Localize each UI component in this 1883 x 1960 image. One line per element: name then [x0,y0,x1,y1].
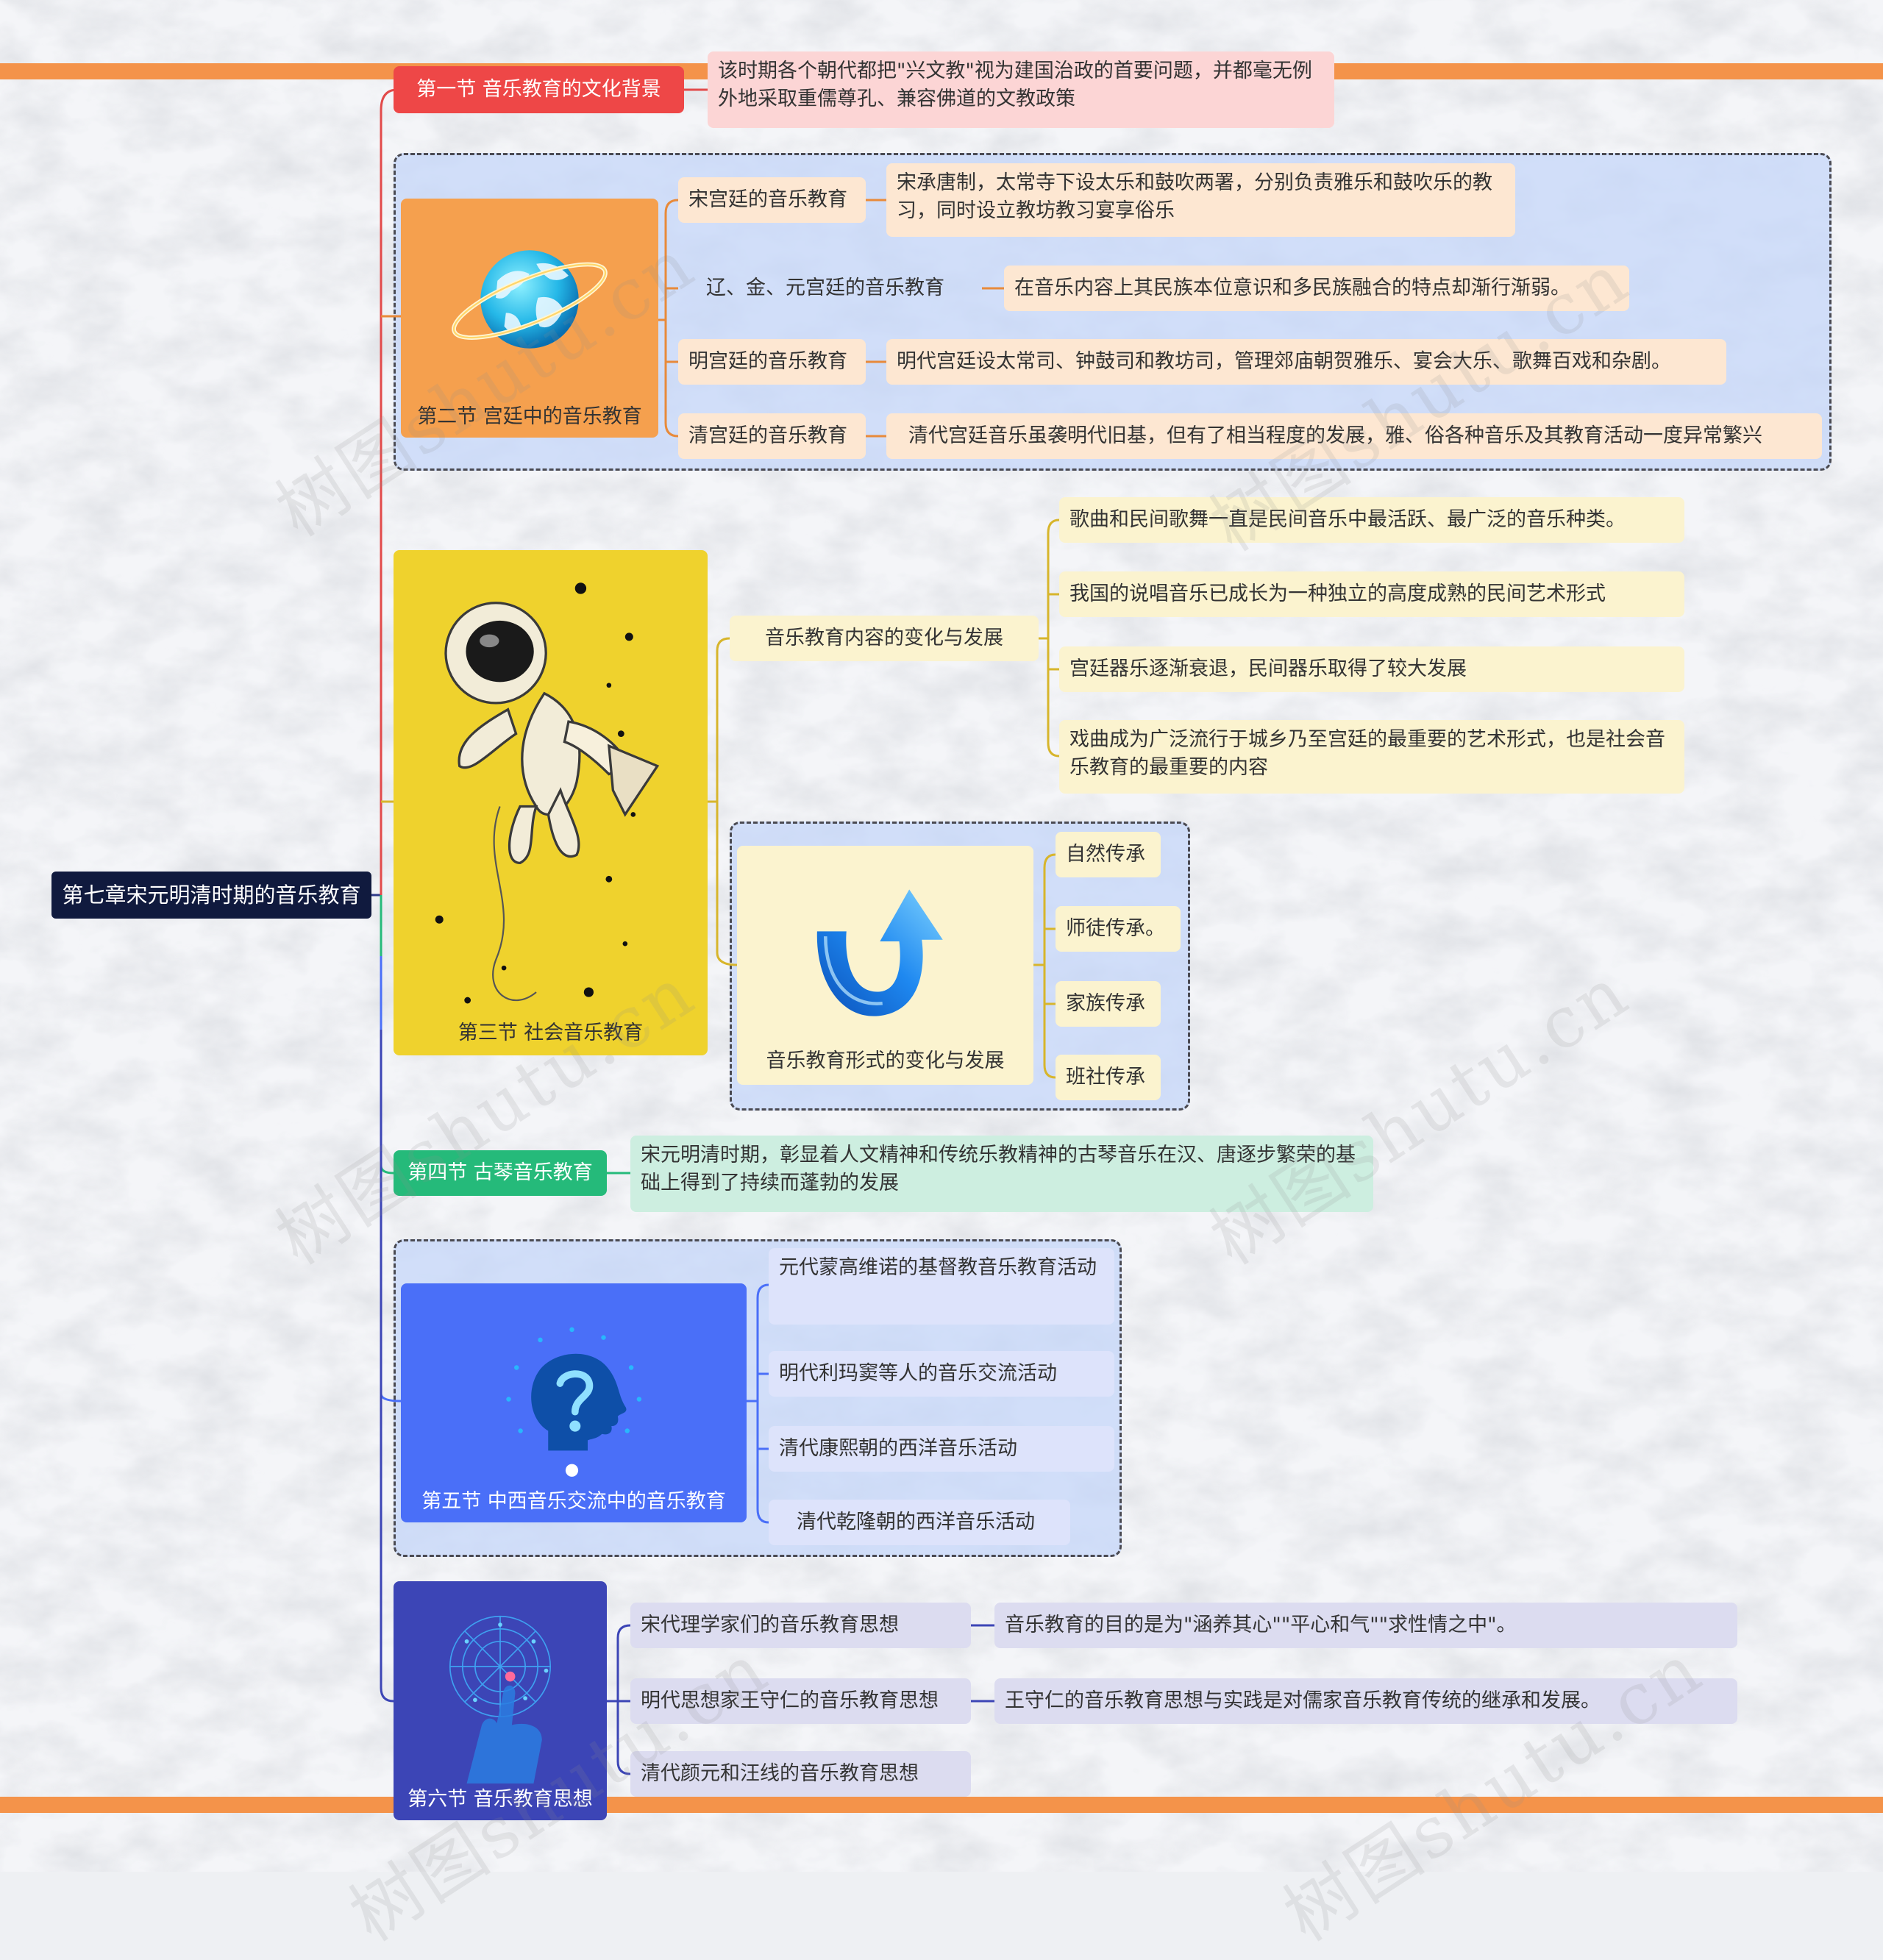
section3-content-item-1[interactable]: 歌曲和民间歌舞一直是民间音乐中最活跃、最广泛的音乐种类。 [1059,497,1684,543]
section6-item-song[interactable]: 宋代理学家们的音乐教育思想 [630,1603,971,1648]
section5-item-4[interactable]: 清代乾隆朝的西洋音乐活动 [769,1500,1070,1545]
section3-content-item-2[interactable]: 我国的说唱音乐已成长为一种独立的高度成熟的民间艺术形式 [1059,571,1684,617]
bottom-orange-band [0,1797,1883,1813]
section3-title: 第三节 社会音乐教育 [458,1022,644,1044]
section2-item-song[interactable]: 宋宫廷的音乐教育 [678,177,866,223]
section3-form-item-2[interactable]: 师徒传承。 [1056,906,1181,952]
section5-item-3[interactable]: 清代康熙朝的西洋音乐活动 [769,1426,1114,1472]
section6-note-wang[interactable]: 王守仁的音乐教育思想与实践是对儒家音乐教育传统的继承和发展。 [994,1678,1737,1724]
section2-item-qing[interactable]: 清宫廷的音乐教育 [678,413,866,459]
section4-title[interactable]: 第四节 古琴音乐教育 [394,1150,607,1196]
section6-card[interactable]: 第六节 音乐教育思想 [394,1581,607,1820]
section2-note-song[interactable]: 宋承唐制，太常寺下设太乐和鼓吹两署，分别负责雅乐和鼓吹乐的教习，同时设立教坊教习… [886,163,1515,237]
globe-icon [452,250,608,349]
section3-form-title: 音乐教育形式的变化与发展 [766,1050,1005,1072]
section1-note[interactable]: 该时期各个朝代都把"兴文教"视为建国治政的首要问题，并都毫无例外地采取重儒尊孔、… [708,51,1334,128]
section3-form-item-1[interactable]: 自然传承 [1056,832,1161,877]
section2-card[interactable]: 第二节 宫廷中的音乐教育 [401,199,658,438]
section5-item-2[interactable]: 明代利玛窦等人的音乐交流活动 [769,1351,1114,1397]
section6-note-song[interactable]: 音乐教育的目的是为"涵养其心""平心和气""求性情之中"。 [994,1603,1737,1648]
section6-item-yan[interactable]: 清代颜元和汪线的音乐教育思想 [630,1751,971,1797]
section3-card[interactable]: 第三节 社会音乐教育 [394,550,708,1055]
curved-arrow-icon [816,889,943,1016]
section2-item-ming[interactable]: 明宫廷的音乐教育 [678,339,866,385]
section3-form-card[interactable]: 音乐教育形式的变化与发展 [737,846,1033,1085]
section3-form-item-3[interactable]: 家族传承 [1056,981,1161,1027]
root-topic[interactable]: 第七章宋元明清时期的音乐教育 [51,872,371,919]
section2-title: 第二节 宫廷中的音乐教育 [417,405,642,428]
section4-note[interactable]: 宋元明清时期，彰显着人文精神和传统乐教精神的古琴音乐在汉、唐逐步繁荣的基础上得到… [630,1136,1373,1212]
astronaut-icon [435,582,660,1004]
section1-title[interactable]: 第一节 音乐教育的文化背景 [394,66,684,113]
section5-item-1[interactable]: 元代蒙高维诺的基督教音乐教育活动 [769,1248,1114,1325]
section6-title: 第六节 音乐教育思想 [407,1788,593,1811]
section3-content-branch[interactable]: 音乐教育内容的变化与发展 [730,616,1039,661]
section3-content-item-4[interactable]: 戏曲成为广泛流行于城乡乃至宫廷的最重要的艺术形式，也是社会音乐教育的最重要的内容 [1059,720,1684,794]
section5-card[interactable]: 第五节 中西音乐交流中的音乐教育 [401,1283,747,1522]
section2-note-liaojinyuan[interactable]: 在音乐内容上其民族本位意识和多民族融合的特点却渐行渐弱。 [1004,266,1629,311]
hand-brain-icon [449,1615,552,1783]
section2-note-ming[interactable]: 明代宫廷设太常司、钟鼓司和教坊司，管理郊庙朝贺雅乐、宴会大乐、歌舞百戏和杂剧。 [886,339,1726,385]
section6-item-wang[interactable]: 明代思想家王守仁的音乐教育思想 [630,1678,971,1724]
question-head-icon [506,1327,642,1477]
section2-note-qing[interactable]: 清代宫廷音乐虽袭明代旧基，但有了相当程度的发展，雅、俗各种音乐及其教育活动一度异… [886,413,1822,459]
section5-title: 第五节 中西音乐交流中的音乐教育 [421,1490,726,1513]
section2-item-liaojinyuan[interactable]: 辽、金、元宫廷的音乐教育 [706,277,944,299]
section3-content-item-3[interactable]: 宫廷器乐逐渐衰退，民间器乐取得了较大发展 [1059,646,1684,692]
section3-form-item-4[interactable]: 班社传承 [1056,1055,1161,1100]
